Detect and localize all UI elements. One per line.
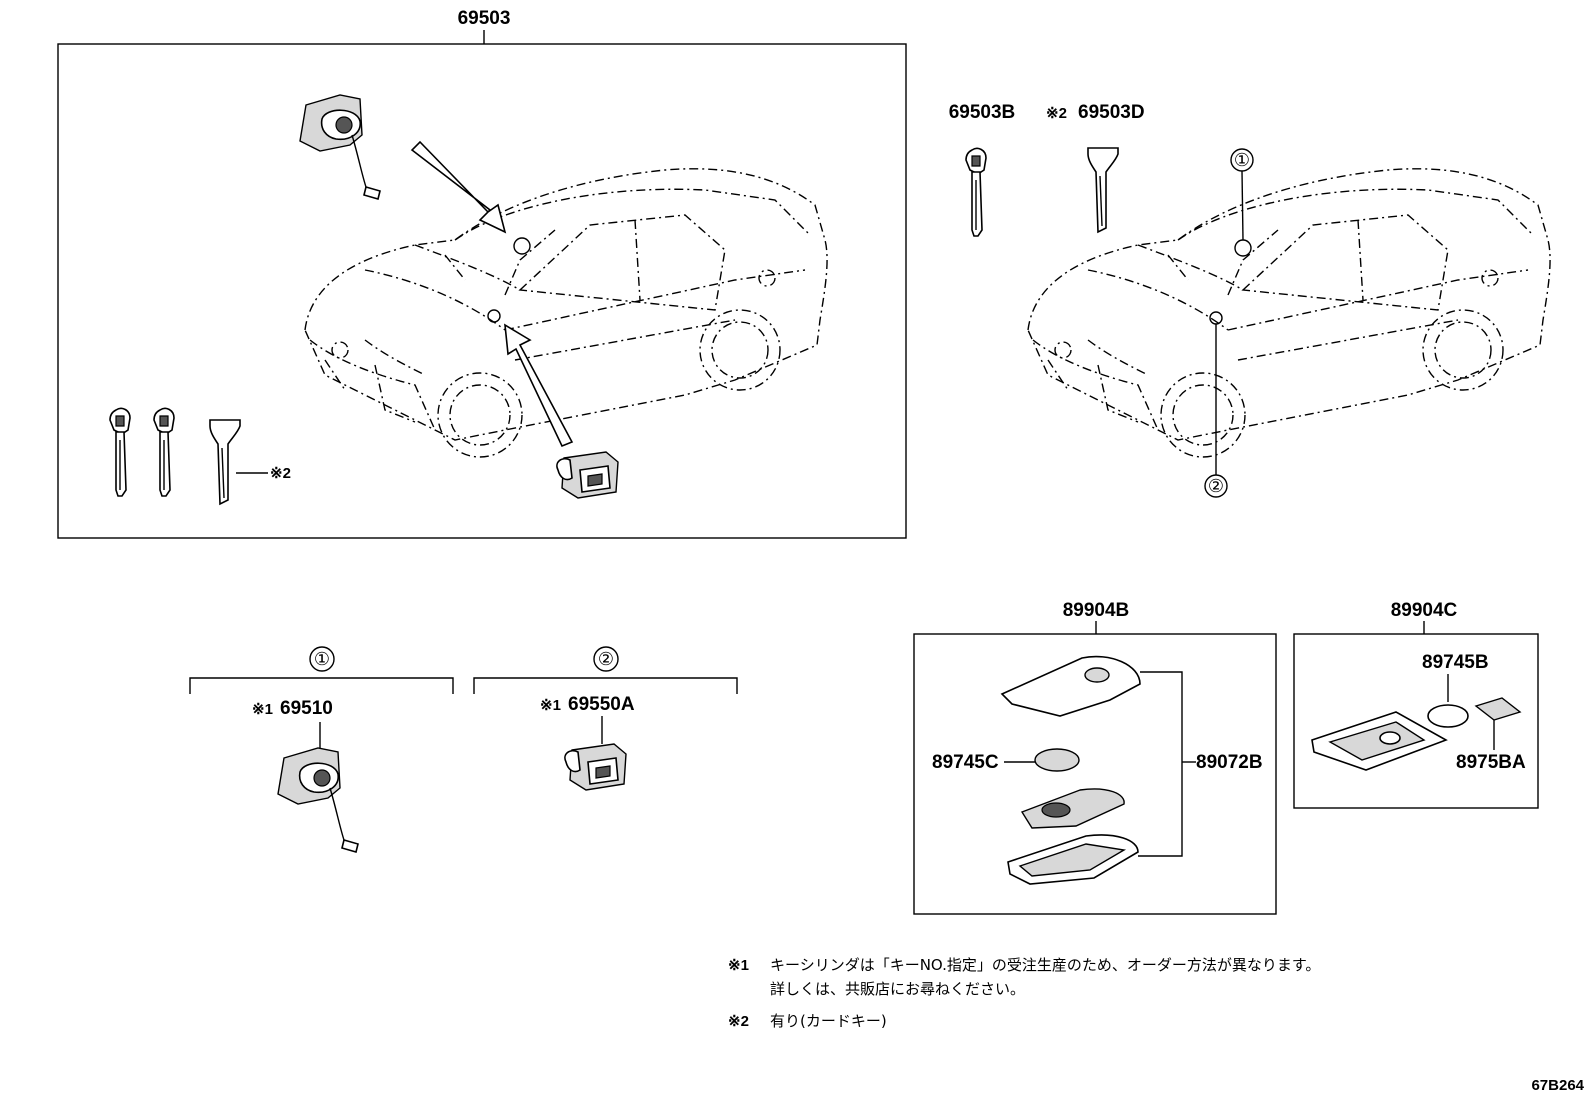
label-89904C: 89904C xyxy=(1391,600,1458,621)
label-89745C: 89745C xyxy=(932,752,999,773)
label-8975BA: 8975BA xyxy=(1456,752,1526,773)
label-89904B: 89904B xyxy=(1063,600,1130,621)
card-key xyxy=(209,419,241,505)
key-2 xyxy=(153,407,175,497)
door-lock-69550A xyxy=(564,743,627,791)
car-marker-1: ① xyxy=(1234,150,1250,171)
label-69503: 69503 xyxy=(458,8,511,29)
box-69503 xyxy=(57,43,907,539)
group2-note: ※1 xyxy=(540,697,561,714)
group2-marker: ② xyxy=(598,649,614,670)
box-89904C xyxy=(1293,633,1539,809)
drawing-code: 67B264 xyxy=(1531,1077,1584,1094)
arrow-to-doorlock xyxy=(504,323,574,448)
note2-mark: ※2 xyxy=(728,1013,749,1030)
group1-note: ※1 xyxy=(252,701,273,718)
label-89072B: 89072B xyxy=(1196,752,1263,773)
ignition-point xyxy=(487,309,501,323)
arrow-to-cylinder xyxy=(410,140,507,234)
card-cover xyxy=(1474,697,1522,721)
note2-line1: 有り(カードキー) xyxy=(770,1012,887,1030)
ignition-cylinder-69510 xyxy=(277,747,359,853)
note1-line2: 詳しくは、共販店にお尋ねください。 xyxy=(770,980,1025,998)
card-key-note: ※2 xyxy=(270,465,291,482)
card-key-69503D xyxy=(1087,147,1119,233)
car-drawing-left xyxy=(304,168,828,458)
key-69503B xyxy=(965,147,987,237)
note1-line1: キーシリンダは「キーNO.指定」の受注生産のため、オーダー方法が異なります。 xyxy=(770,956,1320,974)
label-69503B: 69503B xyxy=(949,102,1016,123)
battery-89745C xyxy=(1034,748,1080,772)
label-69503D-prefix: ※2 xyxy=(1046,105,1067,122)
car-marker-2: ② xyxy=(1208,476,1224,497)
label-69550A: 69550A xyxy=(568,694,635,715)
label-89745B: 89745B xyxy=(1422,652,1489,673)
fob-circuit-board xyxy=(1020,788,1125,829)
label-69503D: 69503D xyxy=(1078,102,1145,123)
door-lock-part xyxy=(556,451,619,499)
label-69510: 69510 xyxy=(280,698,333,719)
note1-mark: ※1 xyxy=(728,957,749,974)
box-89904B xyxy=(913,633,1277,915)
fob-top-cover xyxy=(1000,655,1141,717)
key-1 xyxy=(109,407,131,497)
group1-marker: ① xyxy=(314,649,330,670)
ignition-cylinder-part xyxy=(299,94,381,200)
door-lock-point xyxy=(513,237,531,255)
battery-89745B xyxy=(1427,704,1469,728)
